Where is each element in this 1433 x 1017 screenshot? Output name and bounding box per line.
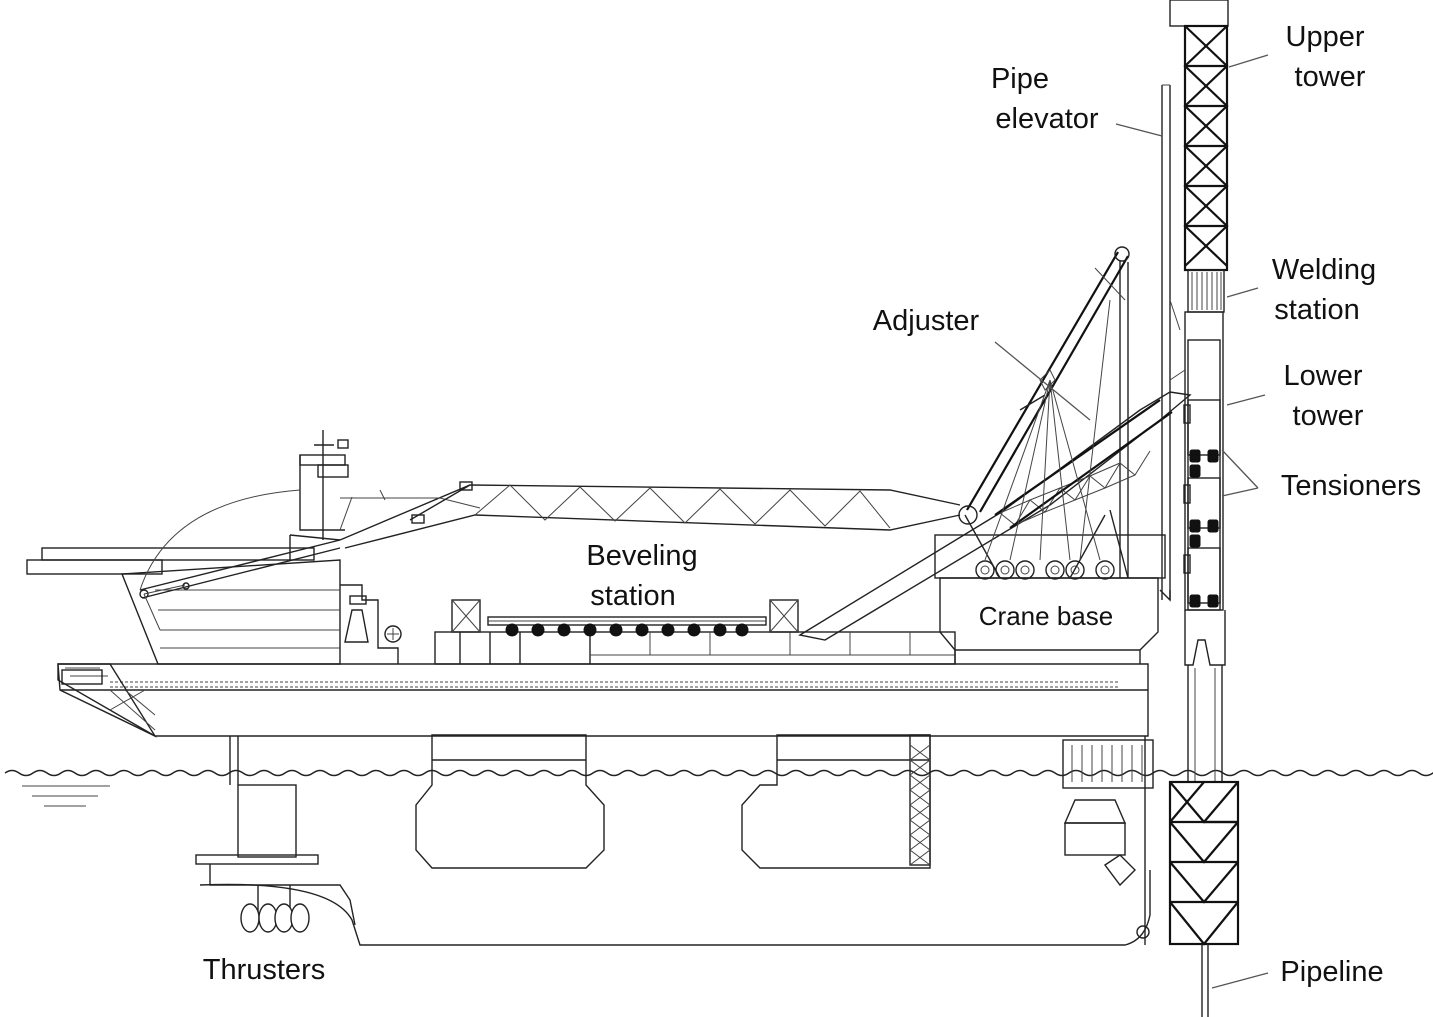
label-beveling-station-line1: Beveling bbox=[586, 540, 697, 572]
lower-tower bbox=[1184, 311, 1224, 611]
label-welding-station-line2: station bbox=[1274, 294, 1359, 326]
leader-lines bbox=[994, 54, 1269, 989]
superstructure bbox=[26, 430, 402, 665]
label-tensioners: Tensioners bbox=[1281, 470, 1421, 502]
stowed-crane-boom bbox=[339, 481, 961, 549]
label-crane-base: Crane base bbox=[979, 601, 1113, 631]
welding-station bbox=[1187, 269, 1225, 313]
label-upper-tower-line2: tower bbox=[1295, 61, 1366, 93]
waterline bbox=[4, 769, 1433, 807]
label-pipe-elevator-line2: elevator bbox=[995, 103, 1099, 135]
thrusters bbox=[240, 885, 310, 933]
label-lower-tower-line1: Lower bbox=[1284, 360, 1363, 392]
label-upper-tower-line1: Upper bbox=[1286, 21, 1365, 53]
tower bbox=[1159, 0, 1240, 1017]
crane-wheels bbox=[975, 560, 1115, 580]
stinger bbox=[1168, 780, 1240, 946]
label-adjuster: Adjuster bbox=[873, 305, 980, 337]
label-thrusters: Thrusters bbox=[203, 954, 325, 986]
upper-tower bbox=[1183, 24, 1229, 272]
label-lower-tower-line2: tower bbox=[1293, 400, 1364, 432]
label-beveling-station-line2: station bbox=[590, 580, 675, 612]
label-pipeline: Pipeline bbox=[1280, 956, 1383, 988]
label-welding-station-line1: Welding bbox=[1272, 254, 1376, 286]
pipe-elevator bbox=[1159, 84, 1186, 602]
labels: Upper tower Pipe elevator Welding statio… bbox=[203, 21, 1421, 988]
crane-assembly bbox=[798, 246, 1192, 664]
label-pipe-elevator-line1: Pipe bbox=[991, 63, 1049, 95]
tensioners bbox=[1183, 399, 1221, 608]
beveling-station bbox=[434, 599, 956, 665]
vessel-hull bbox=[57, 663, 1154, 946]
